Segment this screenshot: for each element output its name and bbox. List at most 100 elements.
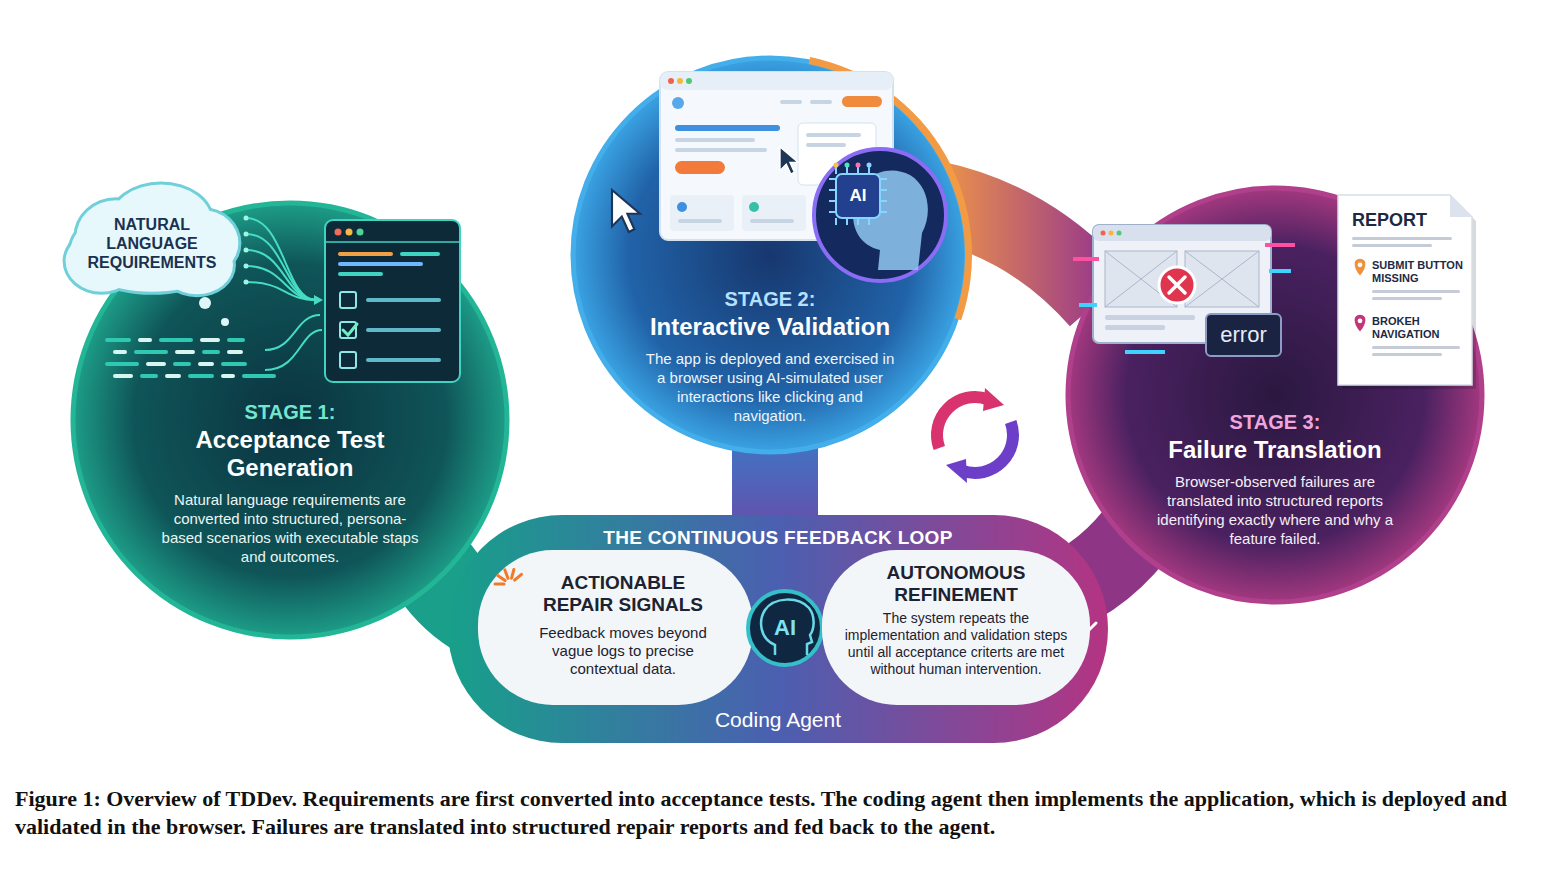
circle-outline (73, 203, 507, 637)
spark-ray (495, 583, 504, 586)
text-area: STAGE 3:Failure TranslationBrowser-obser… (1135, 410, 1415, 548)
orange-rim (809, 57, 972, 320)
panel-body: The system repeats the implementation an… (840, 610, 1072, 678)
site-logo (672, 97, 684, 109)
window-dot (357, 229, 364, 236)
stage-number: STAGE 2: (630, 287, 910, 311)
label-anchor: AI (818, 186, 898, 206)
text-dash (221, 362, 247, 366)
report-line (1352, 244, 1432, 247)
flow-dot (244, 216, 249, 221)
flow-dot (244, 280, 249, 285)
window-bar-line (325, 241, 460, 243)
error-badge: error (1205, 313, 1282, 357)
wireframe-panel (1105, 251, 1177, 307)
text-dash (146, 362, 166, 366)
feature-panel: ACTIONABLE REPAIR SIGNALSFeedback moves … (478, 550, 753, 705)
text-dash (105, 338, 131, 342)
panel-body: Feedback moves beyond vague logs to prec… (518, 624, 728, 678)
glitch-bar (1125, 350, 1165, 354)
glitch-bar (1269, 269, 1291, 273)
wireframe-line (1185, 251, 1259, 307)
checkbox (340, 292, 356, 308)
flow-line (246, 266, 316, 300)
head-silhouette (853, 170, 928, 270)
stage-title: Failure Translation (1135, 436, 1415, 464)
glitch-bar (1073, 257, 1099, 261)
text-area: AUTONOMOUS REFINEMENTThe system repeats … (840, 562, 1072, 678)
illustration (612, 57, 972, 320)
pin-hole (1358, 262, 1363, 267)
pin-shape (1355, 259, 1366, 276)
stage-description: The app is deployed and exercised in a b… (641, 349, 899, 425)
cycle-arc (962, 422, 1013, 473)
flow-line (246, 218, 316, 300)
side-card (798, 123, 876, 185)
spark-ray (505, 570, 508, 578)
error-x-circle (1159, 267, 1195, 303)
panel-outline (478, 550, 753, 705)
chip-pin (835, 167, 837, 174)
text-dash (202, 350, 220, 354)
chip-pin (868, 167, 870, 174)
report-line (1372, 346, 1460, 349)
box-outline (1206, 314, 1281, 356)
chip-dot (856, 163, 861, 168)
nav-bar (780, 100, 802, 104)
code-bar (338, 272, 383, 276)
spark-ray (515, 574, 522, 580)
report-line (1372, 290, 1460, 293)
check-mark (343, 324, 357, 335)
content-card (670, 195, 734, 231)
checkbox (340, 322, 356, 338)
text-area: REPORTSUBMIT BUTTON MISSINGBROKEH NAVIGA… (1338, 195, 1472, 341)
nav-bar (810, 100, 832, 104)
checkbox-line (366, 328, 441, 332)
document-fold (1450, 195, 1472, 217)
stage-circle: error REPORTSUBMIT BUTTON MISSINGBROKEH N… (1065, 185, 1485, 605)
cycle-head (946, 459, 967, 483)
wireframe-line (1105, 251, 1177, 307)
chip-pin (868, 218, 870, 225)
text-bar (1105, 325, 1165, 330)
error-text: error (1220, 322, 1266, 348)
chip-pin (829, 200, 836, 202)
chip-pin (829, 189, 836, 191)
chip-pin (829, 211, 836, 213)
content-card (742, 195, 806, 231)
window-dot (1117, 231, 1122, 236)
chip-dot (867, 163, 872, 168)
card-icon (821, 202, 831, 212)
text-area: error (1205, 313, 1282, 357)
chip-dot (845, 163, 850, 168)
text-dash (221, 374, 235, 378)
text-dash (134, 350, 168, 354)
ai-label: AI (818, 186, 898, 206)
report-document: REPORTSUBMIT BUTTON MISSINGBROKEH NAVIGA… (1338, 195, 1472, 385)
flow-line (246, 250, 316, 300)
flow-line (265, 330, 322, 370)
hero-bar (675, 148, 767, 152)
chip-pin (835, 218, 837, 225)
label-anchor: AI (745, 615, 825, 641)
hero-bar (675, 138, 755, 142)
report-line (1372, 297, 1442, 300)
document-outline (1338, 195, 1472, 385)
window-dot (1101, 231, 1106, 236)
content-card (814, 195, 878, 231)
mouse-pointer (612, 190, 640, 232)
card-bar (822, 219, 866, 223)
window-dot (686, 78, 692, 84)
flow-line (246, 282, 316, 300)
stage-circle: STAGE 2:Interactive ValidationThe app is… (570, 55, 970, 455)
window-dot (346, 229, 353, 236)
flow-dot (244, 248, 249, 253)
circle-outline (1068, 188, 1482, 602)
text-dash (113, 350, 127, 354)
wireframe-panel (1185, 251, 1259, 307)
requirements-cloud: NATURAL LANGUAGE REQUIREMENTS (62, 182, 242, 304)
browser-bar (660, 72, 893, 90)
chip-pin (846, 218, 848, 225)
text-dash (173, 362, 191, 366)
stage-number: STAGE 1: (145, 400, 435, 424)
